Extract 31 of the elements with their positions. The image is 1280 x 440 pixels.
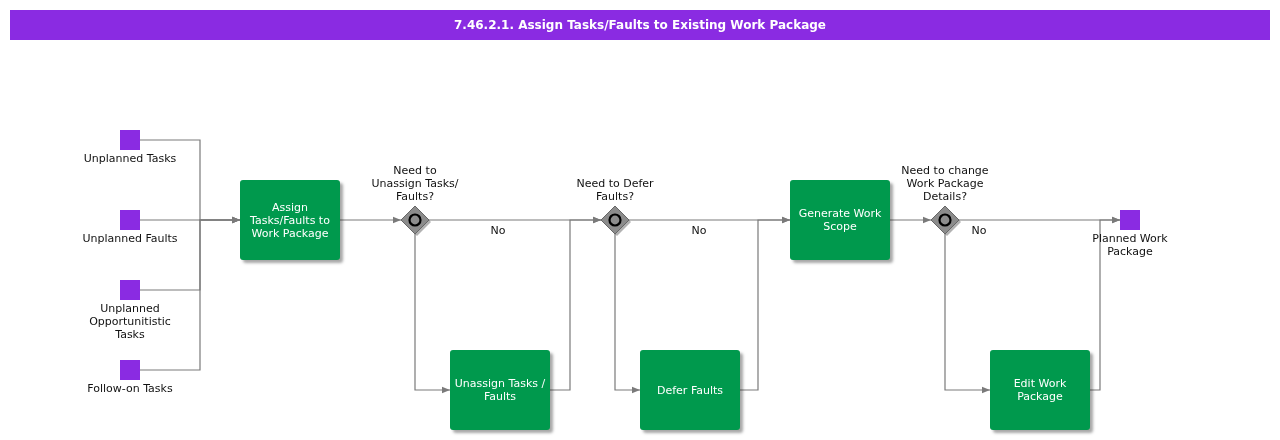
gateway-question: Need to Unassign Tasks/ Faults? <box>370 164 460 203</box>
connector-arrow <box>139 216 241 371</box>
connector-arrow <box>739 216 791 391</box>
event-label: Follow-on Tasks <box>87 382 173 395</box>
task-box <box>790 180 890 260</box>
connector-arrow <box>889 216 932 224</box>
edge-label: No <box>490 224 506 237</box>
connector-arrow <box>614 233 641 394</box>
gateway-question: Need to change Work Package Details? <box>900 164 990 203</box>
connector-arrow <box>944 233 991 394</box>
connector-arrow <box>339 216 402 224</box>
task-label: Unassign Tasks / Faults <box>454 377 546 403</box>
connector-arrow <box>1089 216 1121 391</box>
task-box <box>640 350 740 430</box>
edge-label: No <box>971 224 987 237</box>
event-label: Unplanned Faults <box>82 232 178 245</box>
task-label: Edit Work Package <box>1012 377 1068 403</box>
task-box <box>990 350 1090 430</box>
connector-arrow <box>414 233 451 394</box>
event-label: Unplanned Tasks <box>83 152 177 165</box>
event-label: Unplanned Opportunitistic Tasks <box>88 302 172 341</box>
title-bar: 7.46.2.1. Assign Tasks/Faults to Existing Work Package <box>10 10 1270 40</box>
connector-arrow <box>549 216 602 391</box>
event-label: Planned Work Package <box>1091 232 1169 258</box>
task-label: Assign Tasks/Faults to Work Package <box>249 200 331 240</box>
task-box <box>240 180 340 260</box>
task-label: Defer Faults <box>657 383 723 397</box>
task-box <box>450 350 550 430</box>
edge-label: No <box>691 224 707 237</box>
task-label: Generate Work Scope <box>797 207 883 233</box>
gateway-question: Need to Defer Faults? <box>575 177 655 203</box>
